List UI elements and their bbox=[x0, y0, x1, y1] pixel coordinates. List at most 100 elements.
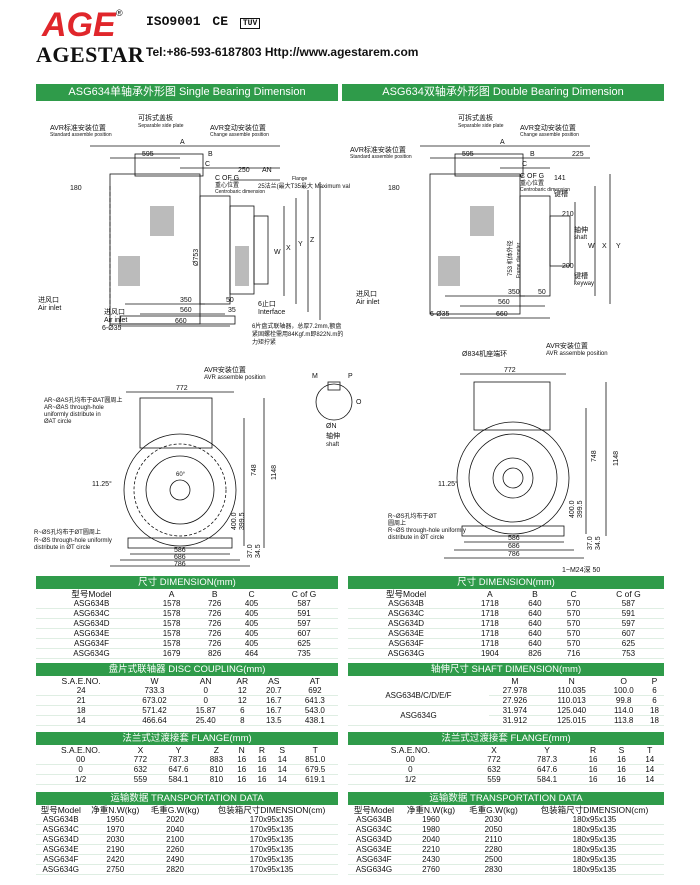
table-caption: 法兰式过渡接套 FLANGE(mm) bbox=[348, 732, 664, 745]
holes-ar-en-1: AR~ØAS through-hole bbox=[44, 405, 105, 411]
logo-letters: AGE bbox=[41, 6, 117, 40]
shaft-model-1: ASG634B/C/D/E/F bbox=[348, 686, 489, 706]
table-cell: 851.0 bbox=[292, 755, 338, 765]
holes-r-cn2-2: 圆周上 bbox=[388, 519, 406, 527]
dim-350-2: 350 bbox=[508, 289, 520, 296]
table-cell: 587 bbox=[592, 599, 664, 609]
table-cell: 1/2 bbox=[36, 774, 126, 785]
table-cell: 570 bbox=[554, 599, 593, 609]
table-cell: ASG634B bbox=[36, 815, 86, 825]
table-cell: 180x95x135 bbox=[524, 864, 664, 875]
table-cell: 1904 bbox=[464, 648, 516, 659]
air-inlet-cn-2: 进风口 bbox=[356, 290, 377, 298]
table-cell: 570 bbox=[554, 628, 593, 639]
table-cell: 16 bbox=[578, 755, 608, 765]
ce-badge: CE bbox=[212, 14, 229, 29]
single-front-view-drawing: AVR安装位置 AVR assemble position 772 AR~ØAS… bbox=[34, 365, 278, 568]
table-cell: 726 bbox=[196, 628, 234, 639]
shaft-model-2: ASG634G bbox=[348, 705, 489, 726]
table-cell: 625 bbox=[270, 638, 338, 649]
table-cell: 16 bbox=[231, 755, 252, 765]
table-cell: 883 bbox=[201, 755, 232, 765]
table-cell: 16 bbox=[578, 774, 608, 785]
avr-chg-label-2: AVR变动安装位置 bbox=[520, 123, 576, 132]
cofg-en: Centrobaric dimension bbox=[215, 189, 265, 195]
table-cell: 733.3 bbox=[126, 686, 183, 696]
table-caption: 运输数据 TRANSPORTATION DATA bbox=[348, 792, 664, 805]
table-cell: 2760 bbox=[399, 864, 463, 875]
registered-mark: ® bbox=[116, 8, 123, 18]
column-header: W bbox=[150, 676, 159, 686]
table-cell: 584.1 bbox=[515, 774, 579, 785]
table-cell: 0 bbox=[182, 695, 229, 706]
holes-r-en-2: distribute in ØT circle bbox=[34, 545, 91, 551]
table-caption: 法兰式过渡接套 FLANGE(mm) bbox=[36, 732, 338, 745]
table-cell: 753 bbox=[592, 648, 664, 659]
table-cell: ASG634B bbox=[348, 815, 400, 825]
table-cell: 16 bbox=[231, 774, 252, 785]
table-cell: ASG634E bbox=[348, 844, 400, 855]
table-cell: 2430 bbox=[399, 854, 463, 865]
table-cell: 0 bbox=[348, 764, 473, 775]
table-cell: 584.1 bbox=[155, 774, 202, 785]
table-cell: 1718 bbox=[464, 599, 516, 609]
cofg-cn: 重心位置 bbox=[215, 181, 239, 189]
dim-560-2: 560 bbox=[498, 299, 510, 306]
column-header: S.A.E.NO. bbox=[390, 745, 430, 755]
table-cell: 20.7 bbox=[255, 686, 292, 696]
column-header: AT bbox=[309, 676, 320, 686]
table-cell: 170x95x135 bbox=[205, 815, 338, 825]
dim-345-2: 34.5 bbox=[595, 536, 602, 550]
table-cell: 180x95x135 bbox=[524, 824, 664, 835]
table-cell: 16 bbox=[251, 764, 273, 775]
holes-r-en-1: R~ØS through-hole uniformly bbox=[34, 538, 112, 544]
dim-B: B bbox=[208, 151, 213, 158]
table-cell: 14 bbox=[36, 715, 127, 726]
column-header: 包装箱尺寸DIMENSION(cm) bbox=[217, 805, 326, 815]
holes-r-en-1-2: R~ØS through-hole uniformly bbox=[388, 528, 466, 534]
dim-Y-2: Y bbox=[616, 243, 621, 250]
table-cell: 466.64 bbox=[126, 715, 183, 726]
table-cell: 14 bbox=[272, 774, 293, 785]
cofg-en-2: Centrobaric dimension bbox=[520, 187, 570, 193]
table-cell: 16 bbox=[231, 764, 252, 775]
table-cell: 2260 bbox=[145, 844, 206, 855]
dim-W-2: W bbox=[588, 243, 595, 250]
table-cell: 559 bbox=[472, 774, 516, 785]
dim-1148-2: 1148 bbox=[613, 451, 620, 466]
table-cell: ASG634C bbox=[348, 608, 465, 619]
table-cell: 735 bbox=[270, 648, 338, 659]
table-cell: 0 bbox=[182, 686, 229, 696]
table-cell: 464 bbox=[233, 648, 271, 659]
table-cell: 587 bbox=[270, 599, 338, 609]
dim-772: 772 bbox=[176, 385, 188, 392]
table-cell: 591 bbox=[270, 608, 338, 619]
cofg-cn-2: 重心位置 bbox=[520, 179, 544, 187]
table-cell: 1718 bbox=[464, 618, 516, 629]
dim-370-2: 37.0 bbox=[587, 536, 594, 550]
shaft-cell: 100.0 bbox=[602, 686, 645, 696]
avr-pos-en-2: AVR assemble position bbox=[546, 351, 608, 357]
table-caption: 盘片式联轴器 DISC COUPLING(mm) bbox=[36, 663, 338, 676]
dim-350: 350 bbox=[180, 297, 192, 304]
flange-en: Flange bbox=[292, 176, 308, 182]
table-cell: 647.6 bbox=[155, 764, 202, 775]
shaft-detail-drawing: M P O ØN 轴伸 shaft bbox=[312, 373, 362, 448]
avr-std-label: AVR标准安装位置 bbox=[50, 123, 106, 132]
table-cell: ASG634F bbox=[36, 638, 148, 649]
column-header: 净重N.W(kg) bbox=[91, 805, 140, 815]
table-cell: 14 bbox=[272, 764, 293, 775]
shaft-cell: 114.0 bbox=[602, 705, 645, 716]
table-cell: 632 bbox=[472, 764, 516, 775]
